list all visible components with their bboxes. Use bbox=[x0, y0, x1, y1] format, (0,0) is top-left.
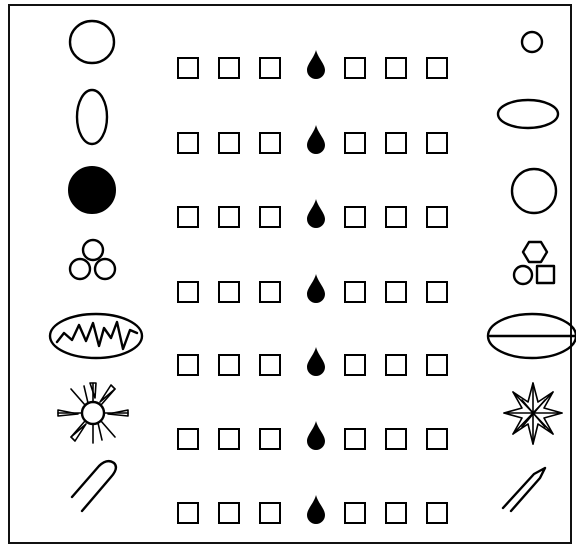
burst-rays-icon bbox=[58, 383, 128, 443]
answer-box[interactable] bbox=[345, 207, 365, 227]
answer-box-row bbox=[178, 495, 447, 524]
rounded-hook-icon bbox=[72, 461, 116, 511]
answer-box[interactable] bbox=[260, 429, 280, 449]
answer-box[interactable] bbox=[219, 133, 239, 153]
answer-box[interactable] bbox=[260, 207, 280, 227]
answer-box[interactable] bbox=[178, 133, 198, 153]
worksheet-row bbox=[50, 314, 576, 358]
answer-boxes bbox=[178, 50, 447, 524]
water-drop-icon bbox=[307, 199, 325, 228]
answer-box[interactable] bbox=[345, 429, 365, 449]
answer-box[interactable] bbox=[219, 429, 239, 449]
answer-box[interactable] bbox=[386, 282, 406, 302]
answer-box[interactable] bbox=[260, 282, 280, 302]
hexagon-circle-square-icon bbox=[514, 242, 554, 284]
answer-box-row bbox=[178, 347, 447, 376]
answer-box[interactable] bbox=[219, 355, 239, 375]
answer-box[interactable] bbox=[427, 282, 447, 302]
water-drop-icon bbox=[307, 347, 325, 376]
water-drop-icon bbox=[307, 125, 325, 154]
answer-box[interactable] bbox=[386, 429, 406, 449]
answer-box-row bbox=[178, 125, 447, 154]
worksheet-row bbox=[72, 461, 545, 511]
answer-box-row bbox=[178, 199, 447, 228]
answer-box[interactable] bbox=[427, 133, 447, 153]
circle-large-icon bbox=[70, 21, 114, 63]
water-drop-icon bbox=[307, 495, 325, 524]
answer-box-row bbox=[178, 50, 447, 79]
answer-box[interactable] bbox=[260, 503, 280, 523]
answer-box[interactable] bbox=[260, 133, 280, 153]
answer-box[interactable] bbox=[178, 429, 198, 449]
answer-box[interactable] bbox=[178, 58, 198, 78]
ellipse-vertical-icon bbox=[77, 90, 107, 144]
answer-box[interactable] bbox=[427, 207, 447, 227]
answer-box[interactable] bbox=[427, 58, 447, 78]
answer-box-row bbox=[178, 421, 447, 450]
ellipse-wavy-line-icon bbox=[50, 314, 142, 358]
water-drop-icon bbox=[307, 50, 325, 79]
circle-small-icon bbox=[522, 32, 542, 52]
answer-box[interactable] bbox=[260, 355, 280, 375]
answer-box[interactable] bbox=[386, 133, 406, 153]
answer-box[interactable] bbox=[345, 282, 365, 302]
answer-box[interactable] bbox=[219, 282, 239, 302]
answer-box[interactable] bbox=[386, 355, 406, 375]
answer-box[interactable] bbox=[178, 282, 198, 302]
answer-box[interactable] bbox=[386, 207, 406, 227]
three-circles-icon bbox=[70, 240, 115, 279]
answer-box[interactable] bbox=[345, 355, 365, 375]
answer-box[interactable] bbox=[178, 503, 198, 523]
answer-box[interactable] bbox=[345, 58, 365, 78]
water-drop-icon bbox=[307, 274, 325, 303]
answer-box[interactable] bbox=[345, 503, 365, 523]
answer-box[interactable] bbox=[427, 503, 447, 523]
worksheet-row bbox=[69, 167, 556, 213]
answer-box[interactable] bbox=[427, 355, 447, 375]
filled-circle-icon bbox=[69, 167, 115, 213]
worksheet-row bbox=[70, 21, 542, 63]
ellipse-horizontal-icon bbox=[498, 100, 558, 128]
answer-box[interactable] bbox=[386, 503, 406, 523]
answer-box[interactable] bbox=[178, 207, 198, 227]
star-burst-icon bbox=[504, 383, 562, 444]
water-drop-icon bbox=[307, 421, 325, 450]
answer-box[interactable] bbox=[427, 429, 447, 449]
answer-box[interactable] bbox=[260, 58, 280, 78]
ellipse-straight-line-icon bbox=[488, 314, 576, 358]
answer-box[interactable] bbox=[345, 133, 365, 153]
answer-box[interactable] bbox=[178, 355, 198, 375]
answer-box-row bbox=[178, 274, 447, 303]
answer-box[interactable] bbox=[219, 207, 239, 227]
answer-box[interactable] bbox=[386, 58, 406, 78]
answer-box[interactable] bbox=[219, 58, 239, 78]
answer-box[interactable] bbox=[219, 503, 239, 523]
pointed-hook-icon bbox=[503, 468, 545, 511]
circle-outline-icon bbox=[512, 169, 556, 213]
worksheet-canvas bbox=[0, 0, 576, 527]
worksheet-row bbox=[70, 240, 554, 284]
